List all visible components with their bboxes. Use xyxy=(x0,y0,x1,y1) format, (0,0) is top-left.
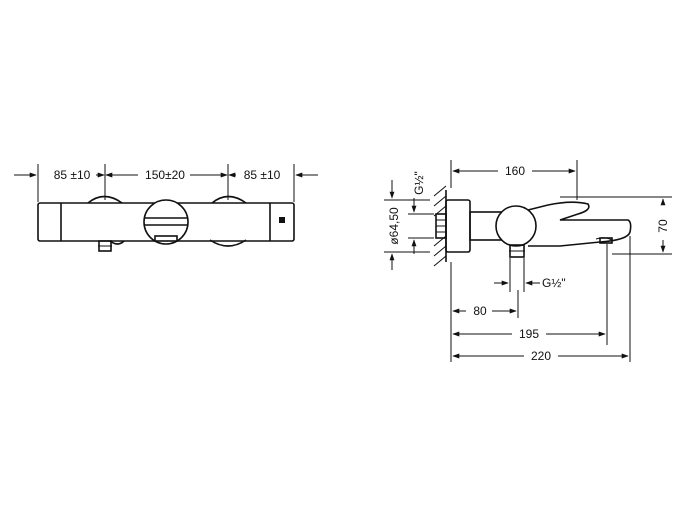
diverter-knob xyxy=(143,199,189,245)
dim-left-label: 85 ±10 xyxy=(54,168,91,182)
side-view: 160 70 ø64,50 G½" G½" 80 xyxy=(384,160,672,363)
dim-diameter-label: ø64,50 xyxy=(387,207,401,245)
dim-center-label: 150±20 xyxy=(145,168,185,182)
dim-80-label: 80 xyxy=(473,304,487,318)
dim-220-label: 220 xyxy=(531,349,551,363)
dim-right-label: 85 ±10 xyxy=(244,168,281,182)
dim-195-label: 195 xyxy=(519,327,539,341)
dim-thread-top-label: G½" xyxy=(412,171,426,195)
dim-thread-outlet-label: G½" xyxy=(542,276,566,290)
spout xyxy=(519,201,632,247)
front-view: 85 ±10 150±20 85 ±10 xyxy=(14,164,318,252)
dim-160-label: 160 xyxy=(505,164,525,178)
temperature-marker xyxy=(279,217,285,223)
wall-rosette xyxy=(445,199,471,253)
side-knob xyxy=(495,205,537,247)
dim-70-label: 70 xyxy=(656,219,670,233)
